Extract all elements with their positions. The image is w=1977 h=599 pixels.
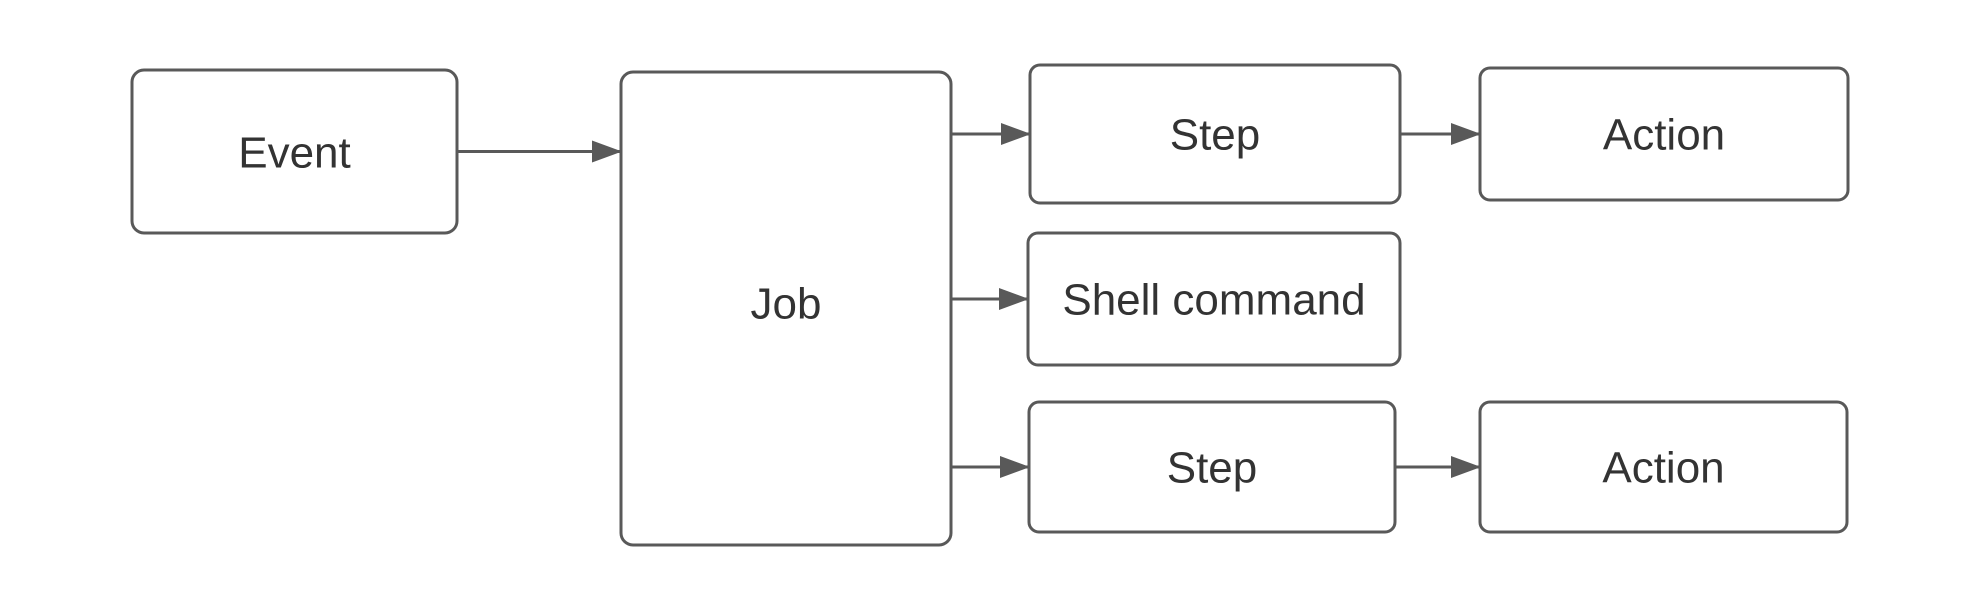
event-node: Event	[130, 68, 459, 235]
job-node-box	[619, 70, 953, 547]
job-node-label: Job	[751, 280, 822, 329]
step-1-node-label: Step	[1170, 111, 1261, 160]
shell-command-node-label: Shell command	[1062, 276, 1365, 325]
shell-command-node: Shell command	[1026, 231, 1402, 367]
action-2-node-label: Action	[1602, 444, 1724, 493]
action-2-node: Action	[1478, 400, 1849, 534]
step-2-node-label: Step	[1167, 444, 1258, 493]
job-node: Job	[619, 70, 953, 547]
shell-command-node-box	[1026, 231, 1402, 367]
step-2-node: Step	[1027, 400, 1397, 534]
event-node-box	[130, 68, 459, 235]
event-node-label: Event	[238, 129, 351, 178]
action-1-node: Action	[1478, 66, 1850, 202]
step-1-node-box	[1028, 63, 1402, 205]
step-2-node-box	[1027, 400, 1397, 534]
action-2-node-box	[1478, 400, 1849, 534]
step-1-node: Step	[1028, 63, 1402, 205]
action-1-node-label: Action	[1603, 111, 1725, 160]
action-1-node-box	[1478, 66, 1850, 202]
